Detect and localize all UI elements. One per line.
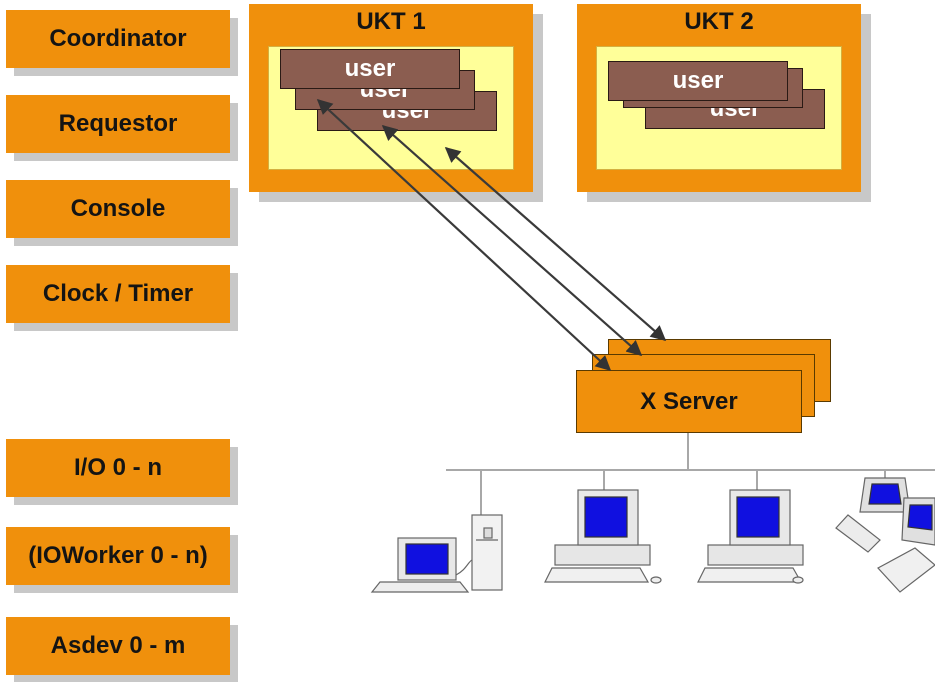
ukt2-user-1: user	[608, 61, 788, 101]
asdev-box: Asdev 0 - m	[6, 617, 230, 675]
io-label: I/O 0 - n	[73, 454, 162, 481]
tower-workstation-icon	[370, 514, 503, 593]
console-label: Console	[70, 195, 166, 222]
requestor-box: Requestor	[6, 95, 230, 153]
networked-computers-icon	[835, 477, 935, 593]
ioworker-label: (IOWorker 0 - n)	[28, 542, 208, 569]
arrow-user1-xserver	[316, 98, 612, 372]
xserver-label: X Server	[640, 387, 738, 415]
coordinator-box: Coordinator	[6, 10, 230, 68]
console-box: Console	[6, 180, 230, 238]
desktop-computer-icon-1	[544, 489, 662, 584]
clock-timer-label: Clock / Timer	[42, 280, 194, 307]
arrow-user2-xserver	[381, 124, 643, 357]
ukt1-title: UKT 1	[356, 8, 426, 35]
ukt1-user-1: user	[280, 49, 460, 89]
desktop-computer-icon-2	[697, 489, 804, 584]
ioworker-box: (IOWorker 0 - n)	[6, 527, 230, 585]
network-bus	[446, 433, 935, 515]
io-box: I/O 0 - n	[6, 439, 230, 497]
xserver-box: X Server	[576, 370, 802, 433]
coordinator-label: Coordinator	[49, 25, 187, 52]
requestor-label: Requestor	[58, 110, 178, 137]
asdev-label: Asdev 0 - m	[50, 632, 186, 659]
connection-arrows	[316, 98, 667, 372]
ukt2-box: UKT 2 user user user	[577, 4, 861, 192]
ukt2-title: UKT 2	[684, 8, 754, 35]
clock-timer-box: Clock / Timer	[6, 265, 230, 323]
arrow-user3-xserver	[444, 146, 667, 342]
